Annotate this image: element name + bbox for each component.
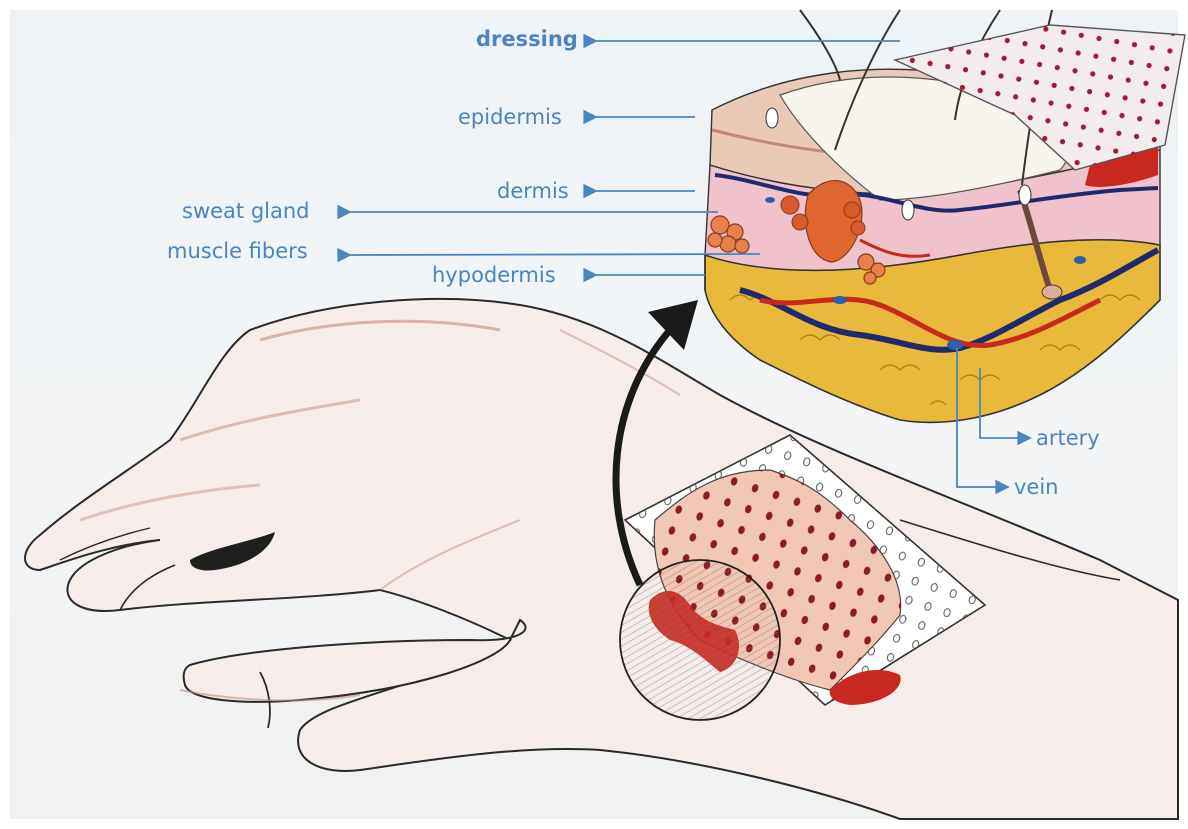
label-hypodermis: hypodermis: [432, 265, 556, 286]
skin-cross-section: [705, 10, 1185, 422]
zoom-circle: [620, 560, 780, 720]
leader-muscle-fibers: [350, 254, 760, 255]
label-dermis: dermis: [497, 181, 569, 202]
label-epidermis: epidermis: [458, 107, 562, 128]
label-dressing: dressing: [476, 29, 578, 50]
label-vein: vein: [1014, 477, 1059, 498]
label-sweat-gland: sweat gland: [182, 201, 310, 222]
label-artery: artery: [1036, 428, 1100, 449]
label-muscle-fibers: muscle fibers: [167, 241, 308, 262]
